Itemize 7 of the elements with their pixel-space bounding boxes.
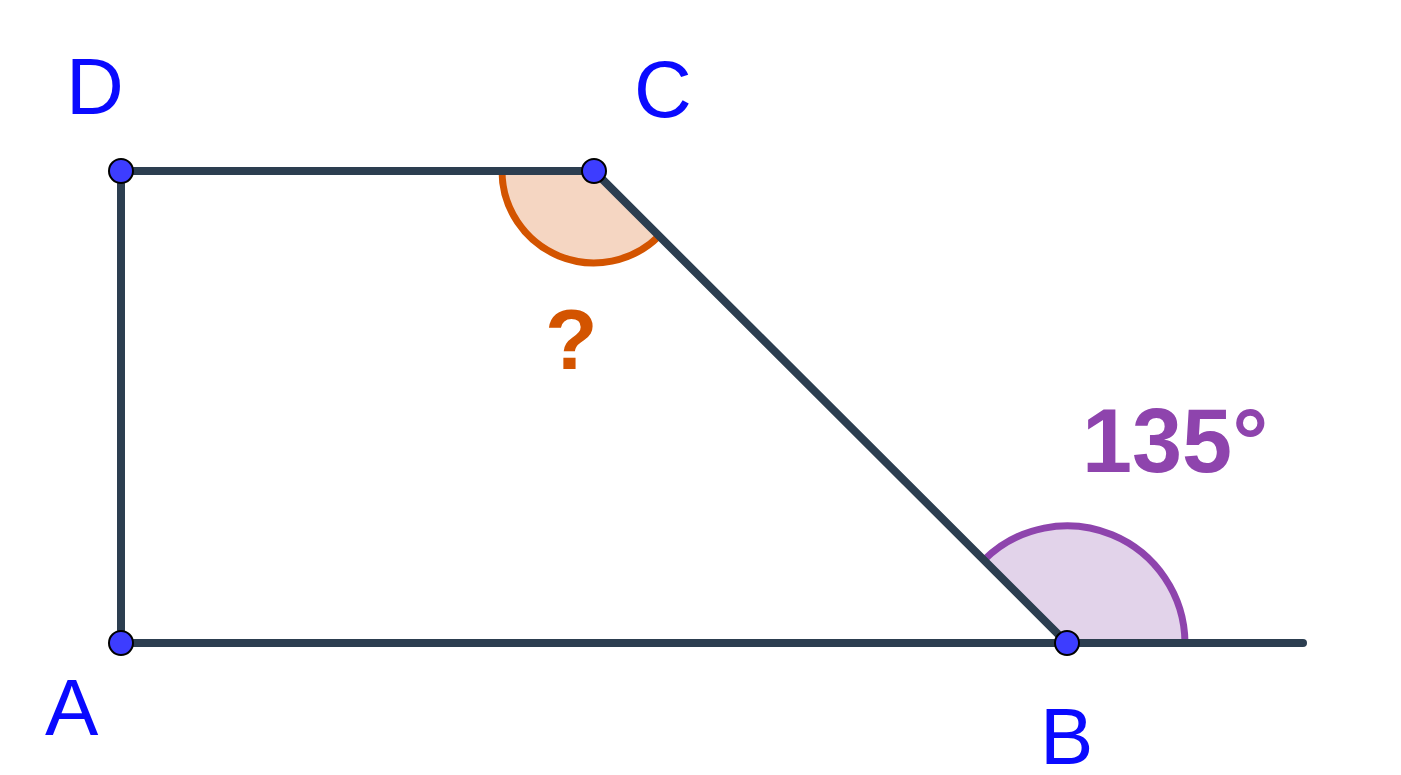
vertex-label: A [45,668,99,748]
angle-label: ? [545,296,598,382]
vertex-label: D [66,47,124,127]
line-segment [599,176,1062,638]
vertex-label: B [1040,697,1094,775]
vertex-label: C [634,50,692,130]
angle-label: 135° [1082,396,1269,486]
